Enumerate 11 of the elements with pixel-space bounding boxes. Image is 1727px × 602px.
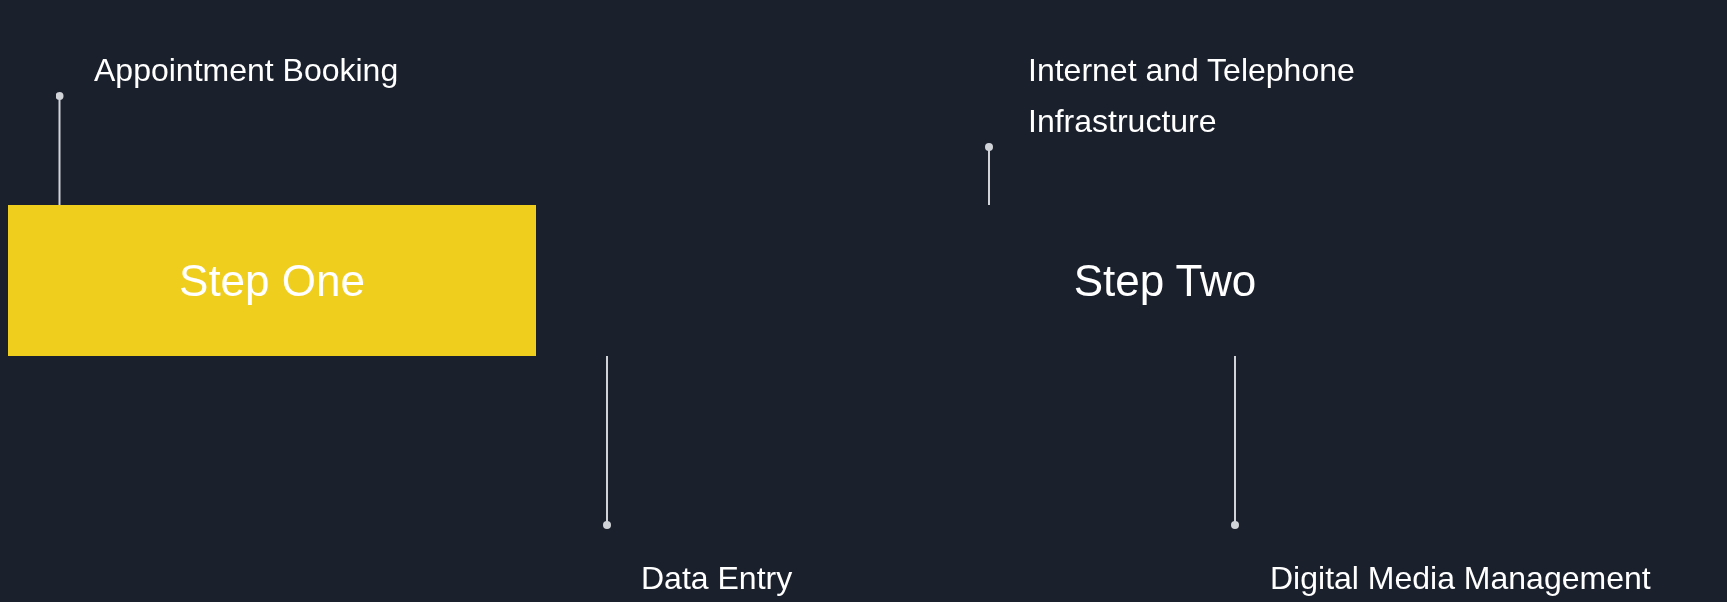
timeline-label: Internet and Telephone Infrastructure xyxy=(1028,8,1448,147)
timeline-label: Digital Media Management xyxy=(1270,525,1710,601)
step-box xyxy=(8,205,536,356)
leader-line xyxy=(603,355,611,529)
timeline-label: Appointment Booking xyxy=(94,8,514,96)
timeline-label: Data Entry xyxy=(641,525,941,601)
leader-line xyxy=(1231,355,1239,529)
step-title: Step One xyxy=(179,255,365,306)
leader-line xyxy=(985,143,993,206)
leader-line xyxy=(55,92,64,206)
step-title: Step Two xyxy=(1073,255,1257,306)
